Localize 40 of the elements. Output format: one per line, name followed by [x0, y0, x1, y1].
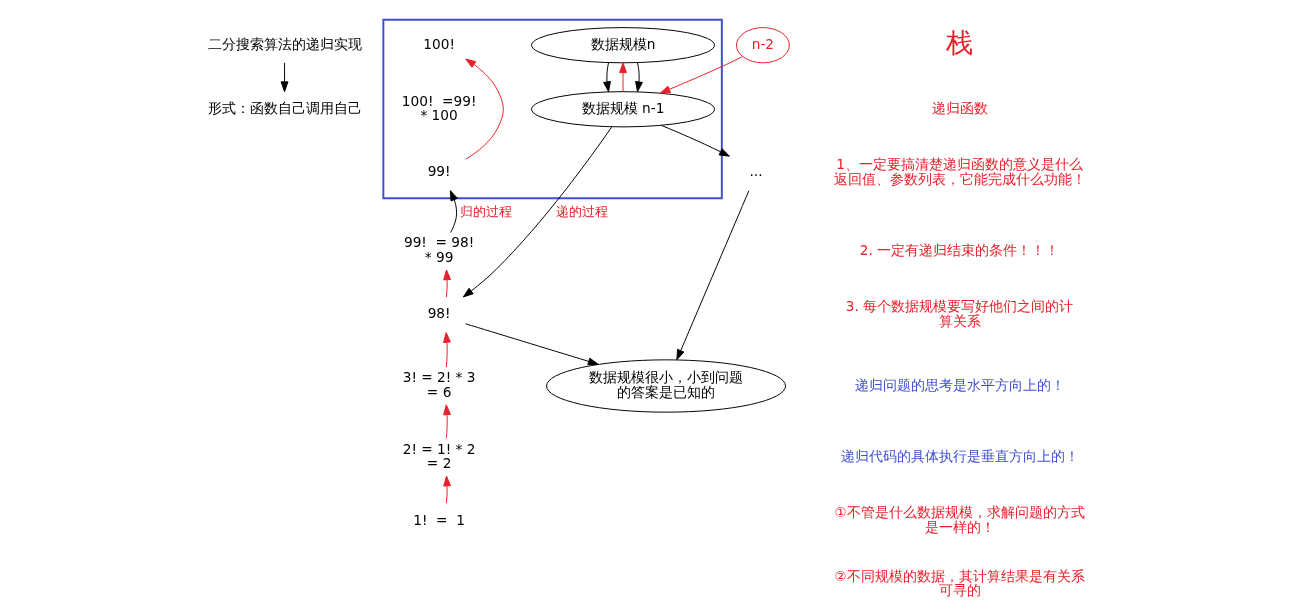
arrow [465, 323, 599, 366]
label: ①不管是什么数据规模，求解问题的方式是一样的！ [834, 504, 1085, 535]
arrow [443, 269, 452, 298]
node-text: 100! =99! * 100 [401, 92, 477, 124]
label: 递归代码的具体执行是垂直方向上的！ [840, 447, 1079, 464]
arrow [443, 404, 451, 439]
arrow [659, 56, 743, 94]
arrow [603, 62, 611, 93]
arrow [280, 62, 289, 93]
arrow [619, 62, 627, 93]
arrow [462, 126, 613, 298]
edge-label: 归的过程 [460, 204, 513, 220]
arrow [635, 62, 643, 93]
node-text: 98! [427, 305, 451, 322]
node-text: 99! [427, 163, 451, 180]
edge-label: 递的过程 [556, 204, 609, 220]
arrow [661, 125, 730, 157]
node-ellipse: 数据规模 n-1 [531, 91, 715, 128]
label: ②不同规模的数据，其计算结果是有关系可寻的 [834, 567, 1085, 599]
node-ellipse: 数据规模n [531, 27, 715, 64]
arrow [465, 58, 504, 160]
label: 3. 每个数据规模要写好他们之间的计算关系 [845, 298, 1074, 329]
arrow [443, 475, 452, 504]
node-text: 3! = 2! * 3 = 6 [402, 369, 476, 400]
node-text: 形式：函数自己调用自己 [207, 99, 362, 116]
arrow [676, 190, 750, 361]
node-text: 二分搜索算法的递归实现 [207, 35, 362, 52]
arrow [443, 332, 451, 368]
label: 递归函数 [931, 99, 988, 116]
node-text: 99! = 98! * 99 [403, 234, 475, 266]
label: 2. 一定有递归结束的条件！！！ [859, 241, 1060, 258]
node-text: ... [749, 163, 763, 180]
node-text: 1! = 1 [413, 511, 465, 528]
node-text: 100! [423, 35, 455, 52]
node-ellipse: n-2 [736, 27, 790, 64]
label: 递归问题的思考是水平方向上的！ [854, 376, 1065, 393]
label: 栈 [946, 26, 974, 58]
label: 1、一定要搞清楚递归函数的意义是什么返回值、参数列表，它能完成什么功能！ [833, 156, 1086, 187]
arrow [449, 190, 458, 233]
node-text: 2! = 1! * 2 = 2 [402, 440, 476, 472]
